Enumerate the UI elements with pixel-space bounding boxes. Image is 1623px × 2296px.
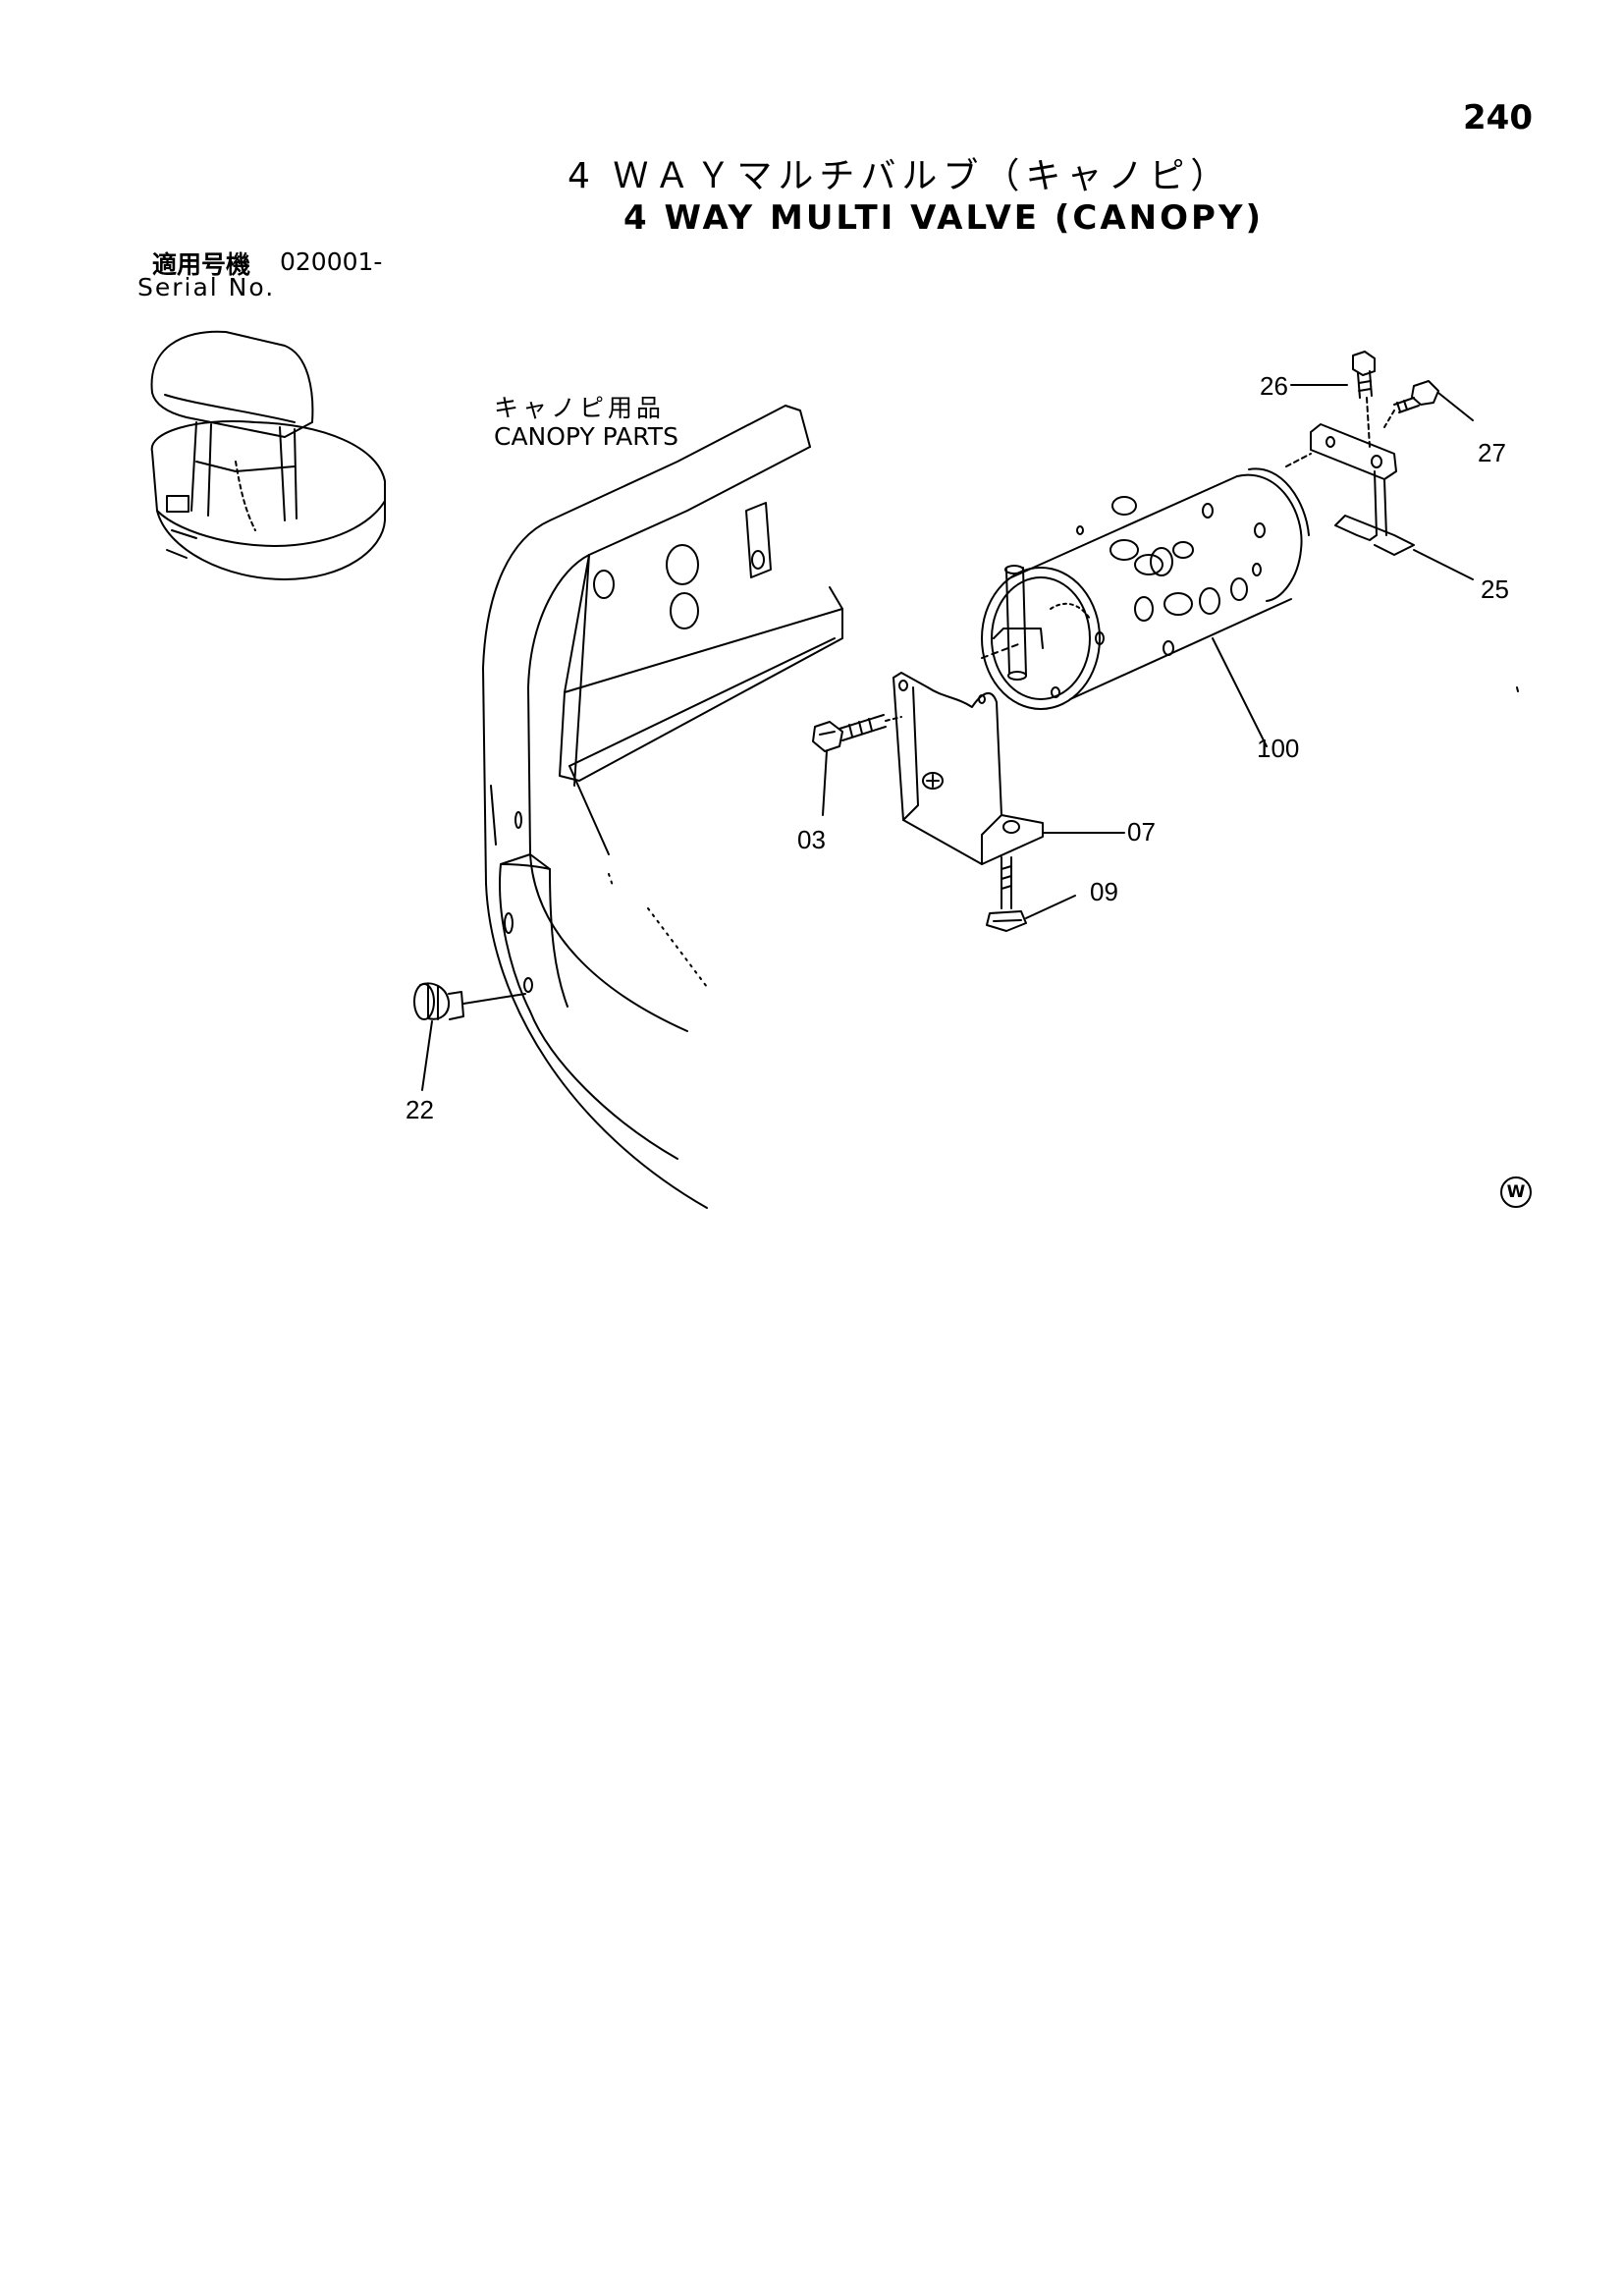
page-number: 240	[1463, 98, 1533, 137]
callout-09: 09	[1090, 877, 1118, 906]
title-english: 4 WAY MULTI VALVE (CANOPY)	[623, 198, 1265, 238]
callout-100: 100	[1257, 734, 1300, 763]
callout-25: 25	[1481, 574, 1509, 604]
callout-22: 22	[406, 1095, 434, 1124]
canopy-parts-japanese: キャノピ用品	[494, 394, 666, 422]
canopy-parts-english: CANOPY PARTS	[494, 422, 678, 451]
bracket-part-07	[893, 642, 1125, 865]
serial-label-english: Serial No.	[137, 273, 276, 301]
canopy-frame	[482, 405, 843, 1209]
bolt-part-27	[1383, 380, 1474, 428]
bolt-part-26	[1290, 351, 1376, 448]
stay-part-25	[1285, 423, 1474, 580]
watermark-w-mark: W	[1500, 1176, 1532, 1208]
callout-26: 26	[1260, 371, 1288, 401]
bolt-part-03	[812, 714, 902, 816]
machine-overview-illustration	[150, 330, 386, 580]
serial-label-japanese: 適用号機	[152, 250, 251, 279]
serial-value: 020001-	[280, 247, 383, 276]
valve-body-part-100	[981, 467, 1310, 747]
callout-03: 03	[797, 825, 826, 854]
title-japanese: 4 ＷＡＹマルチバルブ（キャノピ）	[568, 156, 1232, 196]
callout-07: 07	[1127, 817, 1156, 847]
grommet-part-22	[413, 982, 526, 1091]
bolt-part-09	[986, 856, 1076, 932]
callout-27: 27	[1478, 438, 1506, 467]
